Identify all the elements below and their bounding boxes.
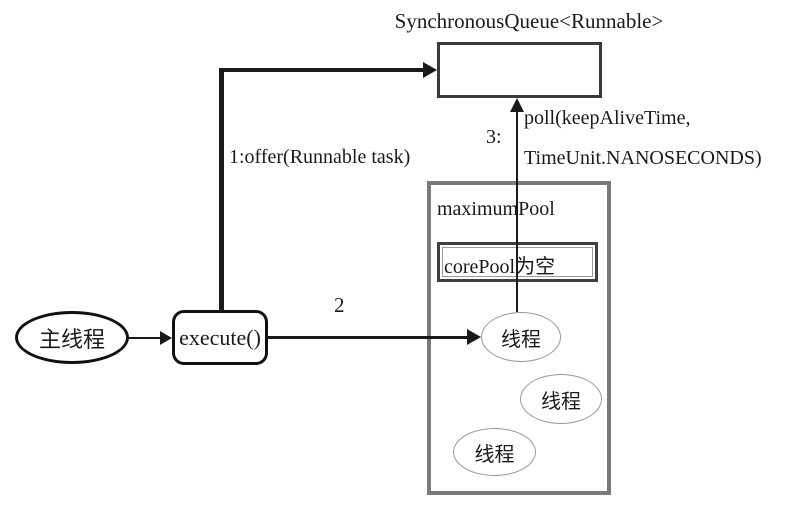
main-thread-ellipse: 主线程: [15, 311, 129, 364]
queue-title: SynchronousQueue<Runnable>: [394, 9, 664, 33]
step3-label: 3:: [486, 126, 502, 148]
offer-arrowhead-icon: [423, 62, 437, 78]
main-thread-label: 主线程: [38, 326, 105, 352]
poll-label-line1: poll(keepAliveTime,: [524, 107, 691, 129]
main-to-execute-arrowhead-icon: [160, 331, 172, 345]
offer-arrow-vertical-segment: [219, 68, 224, 312]
thread-ellipse-3: 线程: [453, 428, 536, 476]
poll-arrow-line: [516, 102, 518, 312]
step2-arrowhead-icon: [467, 329, 481, 345]
offer-arrow-horizontal-segment: [219, 68, 424, 72]
thread-ellipse-3-label: 线程: [474, 443, 515, 466]
poll-arrowhead-icon: [510, 98, 524, 112]
thread-ellipse-2-label: 线程: [541, 390, 581, 413]
step2-label: 2: [334, 293, 345, 317]
offer-label: 1:offer(Runnable task): [229, 146, 411, 168]
thread-ellipse-1: 线程: [481, 312, 561, 362]
step2-arrow-line: [268, 336, 469, 339]
maximum-pool-label: maximumPool: [437, 198, 555, 220]
main-to-execute-arrow-line: [128, 337, 162, 339]
execute-box: execute(): [172, 310, 268, 365]
core-pool-label: corePool为空: [444, 256, 556, 278]
poll-label-line2: TimeUnit.NANOSECONDS): [524, 147, 762, 169]
thread-ellipse-1-label: 线程: [501, 328, 541, 351]
execute-label: execute(): [179, 324, 261, 350]
synchronous-queue-box: [437, 42, 602, 98]
thread-ellipse-2: 线程: [520, 374, 602, 424]
